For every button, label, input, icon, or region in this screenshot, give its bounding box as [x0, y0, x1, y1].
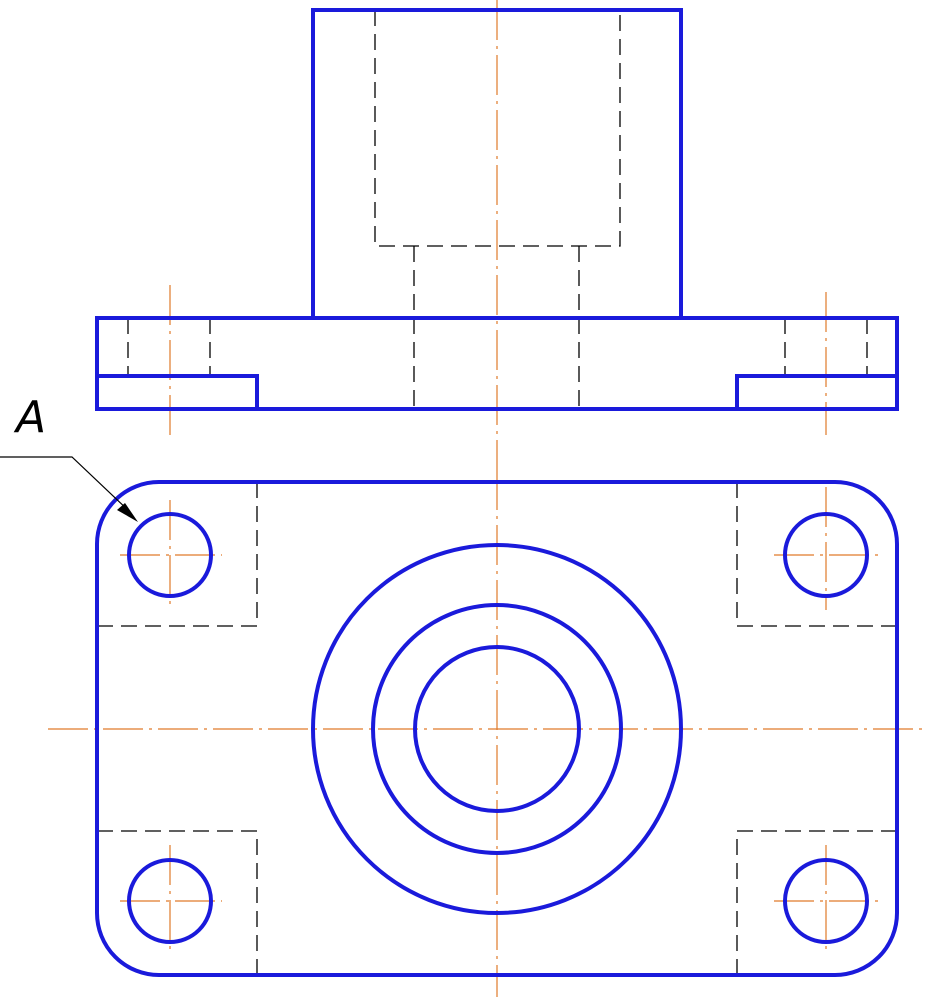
front-view-outlines [95, 8, 899, 411]
hole-bottom-right [783, 858, 869, 944]
boss-outer-circle [311, 543, 683, 915]
label-a-annotation: A [0, 392, 138, 522]
section-label-a: A [13, 392, 46, 443]
recess-top-right [736, 482, 897, 627]
front-view-center-lines [169, 0, 827, 470]
front-view [95, 0, 899, 470]
top-view-hidden-lines [97, 482, 897, 975]
plate-outline [95, 480, 899, 977]
front-view-hidden-lines [127, 10, 868, 409]
hole-bottom-left [127, 858, 213, 944]
leader-arrowhead [117, 503, 138, 522]
top-view-center-lines [48, 470, 928, 997]
top-view [48, 470, 928, 997]
right-step-outline [735, 374, 897, 409]
leader-line [0, 456, 131, 513]
top-view-outlines [95, 480, 899, 977]
recess-bottom-right [736, 830, 897, 975]
hole-top-left [127, 512, 213, 598]
boss-middle-circle [371, 603, 623, 855]
left-step-outline [97, 374, 259, 409]
base-outline [95, 316, 899, 411]
recess-top-left [97, 482, 258, 627]
hole-top-right [783, 512, 869, 598]
recess-bottom-left [97, 830, 258, 975]
bore-circle [413, 645, 581, 813]
